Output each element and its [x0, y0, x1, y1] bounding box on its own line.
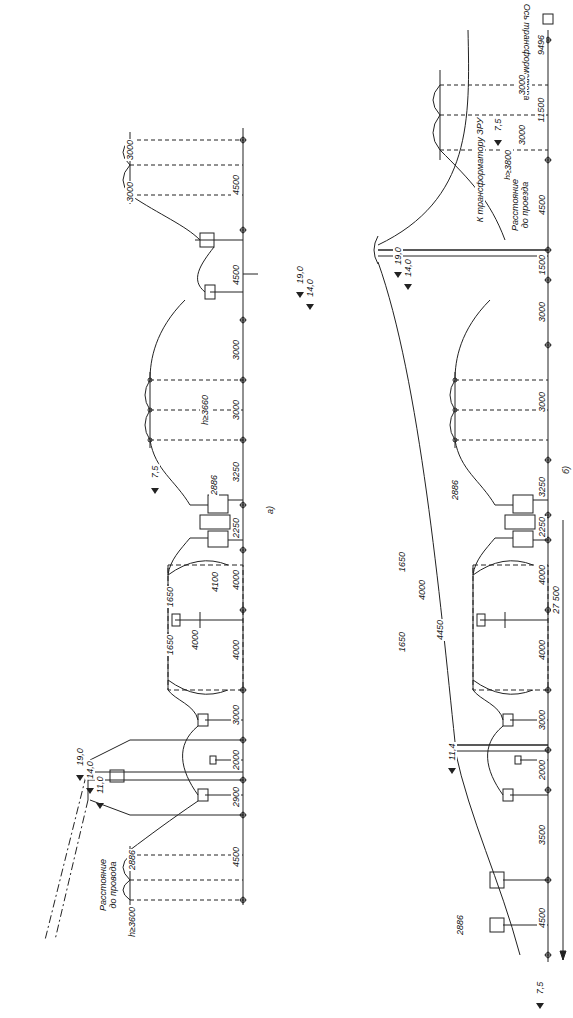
dimension-value: 2000: [537, 759, 547, 781]
note-text: Расстояние до провода: [98, 853, 118, 917]
dimension-value: 9496: [536, 34, 546, 56]
dimension-value: 2250: [537, 516, 547, 538]
elevation-mark: 7,5: [535, 981, 545, 996]
dimension-value: 2886: [127, 849, 137, 871]
dimension-tick: [545, 877, 552, 884]
dimension-value: 4500: [231, 264, 241, 286]
dimension-value: 2886: [455, 914, 465, 936]
dimension-value: 1650: [165, 634, 175, 656]
dimension-value: 4450: [435, 619, 445, 641]
dimension-tick: [545, 157, 552, 164]
dimension-value: 4000: [231, 569, 241, 591]
dimension-value: 3000: [517, 74, 527, 96]
dimension-value: 4100: [210, 571, 220, 593]
elevation-mark: 19,0: [393, 246, 403, 266]
dimension-value: 3000: [537, 301, 547, 323]
dimension-tick: [240, 812, 247, 819]
dimension-tick: [240, 547, 247, 554]
dimension-tick: [545, 277, 552, 284]
dimension-value: 3250: [231, 461, 241, 483]
dimension-tick: [545, 687, 552, 694]
dimension-value: 3000: [537, 391, 547, 413]
dimension-value: 3000: [517, 124, 527, 146]
dimension-tick: [240, 737, 247, 744]
dimension-tick: [240, 897, 247, 904]
dimension-tick: [240, 377, 247, 384]
elevation-mark: 19,0: [75, 747, 85, 767]
dimension-value: 1650: [397, 551, 407, 573]
dimension-value: 3000: [125, 181, 135, 203]
dimension-value: 2900: [231, 786, 241, 808]
dimension-tick: [545, 457, 552, 464]
dimension-value: 4000: [537, 564, 547, 586]
dimension-value: 3000: [125, 139, 135, 161]
dimension-value: 2886: [209, 474, 219, 496]
dimension-tick: [240, 317, 247, 324]
dimension-value: 4500: [231, 174, 241, 196]
dimension-tick: [545, 747, 552, 754]
dimension-value: 4000: [417, 579, 427, 601]
elevation-mark: 14,0: [305, 278, 315, 298]
dimension-tick: [240, 607, 247, 614]
dimension-value: 2250: [231, 517, 241, 539]
elevation-mark: 7,5: [150, 465, 160, 480]
dimension-tick: [240, 437, 247, 444]
dimension-value: 4000: [190, 629, 200, 651]
view-letter: a): [265, 505, 275, 515]
dimension-value: 3000: [231, 704, 241, 726]
dimension-tick: [545, 952, 552, 959]
dimension-tick: [240, 502, 247, 509]
note-text: К трансформатору ЗРУ: [475, 117, 485, 223]
dimension-tick: [240, 687, 247, 694]
note-text: Расстояние до проезда: [510, 173, 530, 237]
dimension-tick: [545, 247, 552, 254]
dimension-value: 3000: [231, 399, 241, 421]
dimension-value: 3250: [537, 476, 547, 498]
dimension-value: 2886: [450, 479, 460, 501]
dimension-value: 1650: [165, 586, 175, 608]
view-letter: б): [561, 465, 571, 475]
dimension-tick: [545, 787, 552, 794]
dimension-value: 4500: [231, 846, 241, 868]
dimension-tick: [240, 777, 247, 784]
dimension-value: 11500: [536, 97, 546, 123]
elevation-mark: 14,0: [403, 258, 413, 278]
dimension-value: 3500: [537, 824, 547, 846]
dimension-value: 4500: [537, 907, 547, 929]
dimension-value: 4000: [537, 639, 547, 661]
dimension-value: 3000: [537, 709, 547, 731]
dimension-value: 4500: [537, 194, 547, 216]
note-text: h≥3600: [127, 906, 137, 938]
elevation-mark: 14,0: [85, 760, 95, 780]
elevation-mark: 7,5: [493, 118, 503, 133]
dimension-value: 3000: [231, 339, 241, 361]
dimension-value: 1500: [537, 254, 547, 276]
dimension-tick: [240, 137, 247, 144]
dimension-value: 27 500: [551, 585, 561, 615]
elevation-mark: 19,0: [295, 265, 305, 285]
dimension-value: 4000: [231, 639, 241, 661]
dimension-tick: [240, 227, 247, 234]
dimension-value: 1650: [397, 631, 407, 653]
elevation-mark: 11,0: [95, 776, 105, 795]
dimension-tick: [545, 342, 552, 349]
note-text: h≥3660: [200, 394, 210, 426]
dimension-value: 2000: [231, 749, 241, 771]
elevation-mark: 11,4: [447, 743, 457, 762]
